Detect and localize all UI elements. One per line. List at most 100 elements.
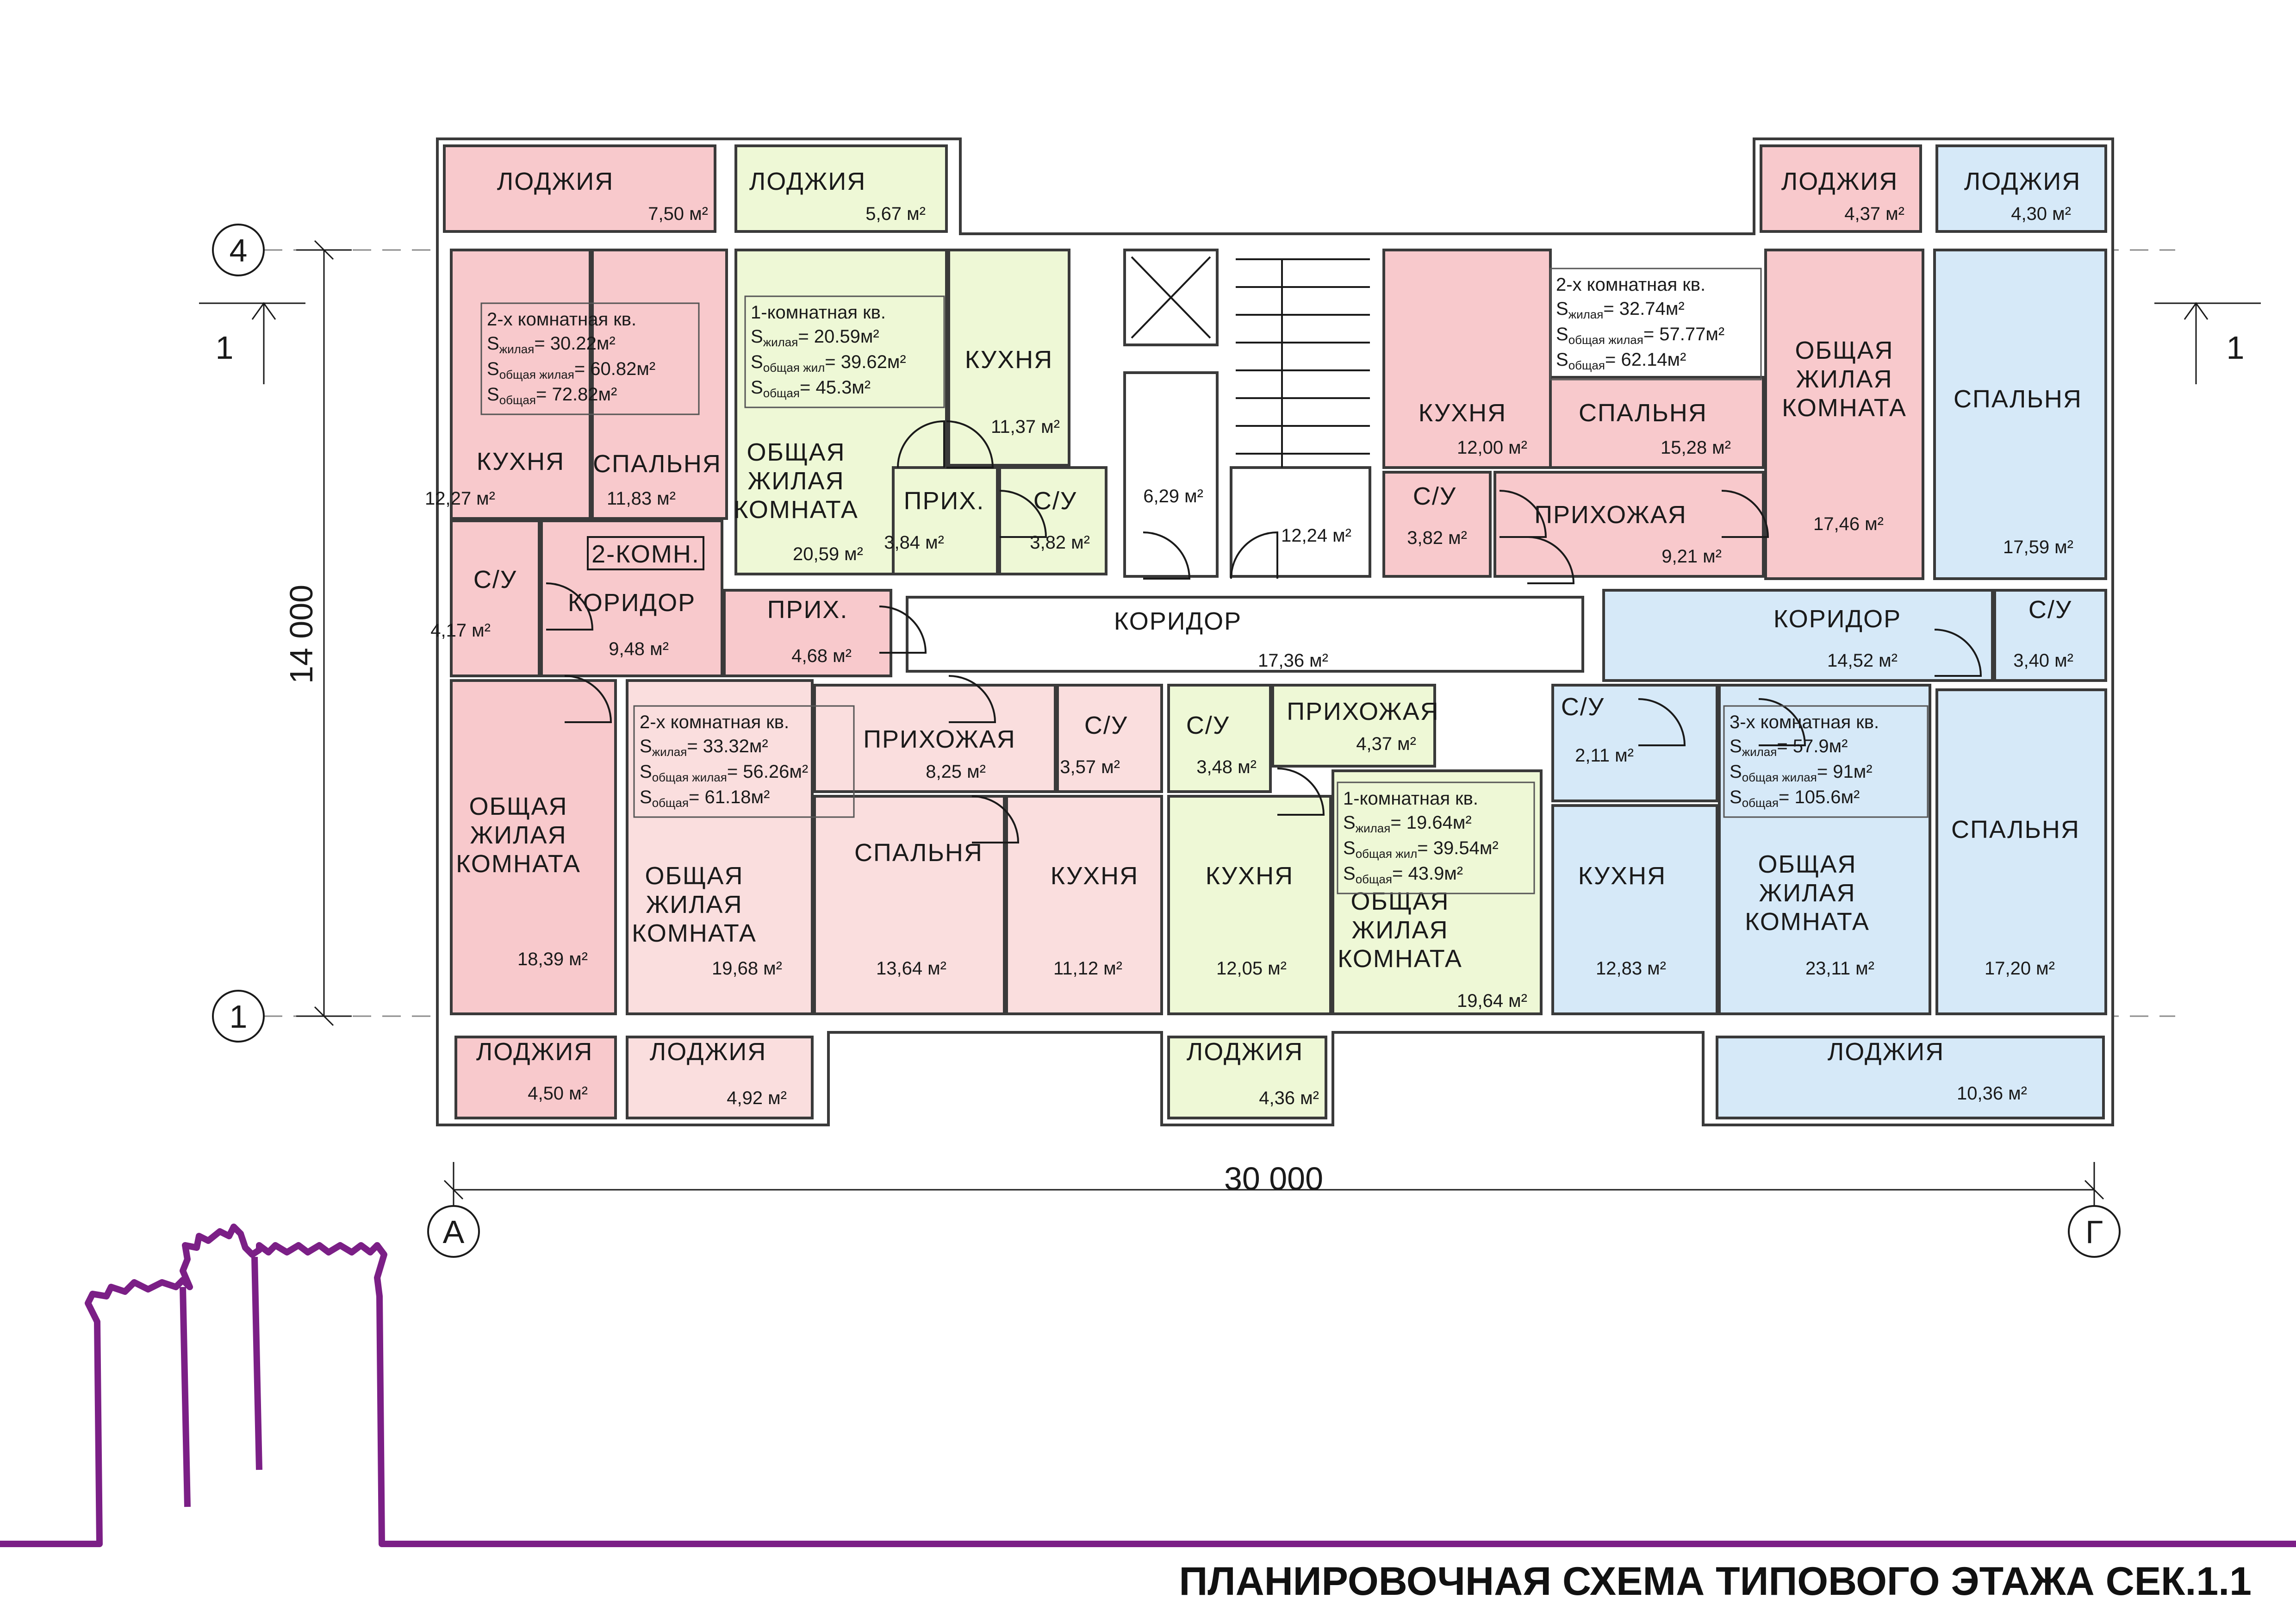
section-label-right: 1	[2227, 330, 2245, 366]
logo-inner-line	[251, 1256, 262, 1470]
room-area: 12,00 м²	[1457, 437, 1527, 458]
room-area: 15,28 м²	[1661, 437, 1731, 458]
room-name: КУХНЯ	[965, 346, 1053, 374]
room-name: С/У	[473, 566, 517, 593]
room-name: КОРИДОР	[1773, 605, 1901, 633]
room-shape	[591, 249, 728, 520]
room-name: ОБЩАЯ	[1795, 337, 1893, 364]
apartment-info-box	[480, 302, 700, 415]
room-shape	[1718, 684, 1931, 1015]
room-shape	[450, 249, 591, 520]
room-area: 11,83 м²	[607, 488, 676, 509]
apartment-info-line: Sобщая= 105.6м²	[1730, 787, 1860, 810]
door-arc	[1499, 490, 1547, 538]
room-name: ПРИХОЖАЯ	[863, 725, 1016, 753]
door-arc	[1527, 536, 1575, 584]
room-shape	[892, 466, 999, 575]
room-name: ЖИЛАЯ	[470, 821, 566, 849]
room-area: 17,20 м²	[1985, 958, 2055, 979]
room-area: 4,17 м²	[430, 620, 491, 641]
room-area: 6,29 м²	[1143, 486, 1203, 506]
door-arc	[999, 490, 1047, 538]
room-shape	[626, 679, 814, 1015]
door-arc	[564, 675, 612, 723]
room: С/У3,82 м²	[998, 466, 1108, 575]
stair-steps	[1236, 258, 1370, 468]
room-area: 12,83 м²	[1596, 958, 1666, 979]
room-shape	[1056, 684, 1163, 793]
room-area: 4,30 м²	[2011, 204, 2071, 224]
room-name: С/У	[1561, 693, 1605, 721]
apartment-info-line: 1-комнатная кв.	[1343, 788, 1478, 809]
room-shape	[1005, 795, 1163, 1015]
apartment-info-line: Sжилая= 57.9м²	[1730, 736, 1848, 759]
doors	[546, 420, 1982, 843]
room-area: 14,52 м²	[1827, 650, 1898, 671]
room-area: 17,59 м²	[2003, 537, 2073, 557]
room-area: 3,82 м²	[1407, 528, 1467, 548]
room-name: ОБЩАЯ	[469, 793, 567, 820]
room-area: 5,67 м²	[865, 204, 926, 224]
door-arc	[1638, 698, 1686, 746]
room-shape	[1332, 769, 1543, 1015]
room-shape	[626, 1036, 814, 1119]
room-name: ОБЩАЯ	[1758, 850, 1856, 878]
room-name: КОМНАТА	[1782, 394, 1907, 422]
stair-core	[1123, 249, 1370, 468]
room-shape	[1935, 144, 2107, 233]
room-name: ЖИЛАЯ	[1759, 879, 1855, 907]
room-shape	[1382, 249, 1552, 469]
room-area: 12,05 м²	[1216, 958, 1287, 979]
room-shape	[1167, 795, 1332, 1015]
apartment-info-line: Sобщая= 62.14м²	[1556, 350, 1686, 372]
apartment-info-box	[1549, 268, 1762, 381]
room-name: КОМНАТА	[456, 850, 581, 878]
room-shape	[1493, 471, 1765, 578]
room-area: 4,50 м²	[528, 1083, 588, 1104]
room-area: 11,12 м²	[1053, 958, 1122, 979]
room-area: 3,57 м²	[1060, 757, 1120, 777]
apartment-info-line: 2-х комнатная кв.	[640, 712, 789, 732]
door-arc	[1277, 768, 1325, 816]
room-shape	[734, 144, 948, 233]
apartment-info-line: Sжилая= 19.64м²	[1343, 812, 1472, 835]
apartment-info-line: Sобщая жилая= 57.77м²	[1556, 324, 1724, 347]
room-area: 13,64 м²	[876, 958, 946, 979]
room-name: С/У	[1084, 712, 1128, 739]
room-name: ЛОДЖИЯ	[749, 168, 866, 195]
room-area: 20,59 м²	[793, 544, 863, 564]
door-arc	[1721, 490, 1769, 538]
apartment-info-box	[1723, 705, 1929, 818]
room-shape	[1551, 804, 1718, 1015]
room-shape	[998, 466, 1108, 575]
apartment-info-box	[633, 705, 855, 818]
room-name: ЖИЛАЯ	[747, 467, 844, 495]
room-name: КУХНЯ	[1206, 862, 1294, 890]
room-name: ЖИЛАЯ	[1796, 365, 1892, 393]
room-shape	[450, 519, 541, 677]
room: С/У2,11 м²	[1551, 684, 1718, 802]
room-shape	[1764, 249, 1924, 580]
room: ПРИХ.3,84 м²	[884, 466, 999, 575]
room-shape	[1549, 376, 1765, 469]
room-shape	[1230, 466, 1371, 578]
room-name: ОБЩАЯ	[1350, 887, 1449, 915]
door-arc	[1143, 531, 1191, 580]
apartment-info-line: Sобщая жилая= 56.26м²	[640, 762, 808, 784]
room-shape	[813, 684, 1057, 793]
apartment-info-line: Sжилая= 32.74м²	[1556, 299, 1685, 321]
apartment-info-line: Sобщая= 45.3м²	[751, 377, 871, 400]
room-area: 23,11 м²	[1805, 958, 1874, 979]
apartment-info-line: Sобщая жилая= 91м²	[1730, 762, 1873, 784]
room-area: 7,50 м²	[648, 204, 708, 224]
